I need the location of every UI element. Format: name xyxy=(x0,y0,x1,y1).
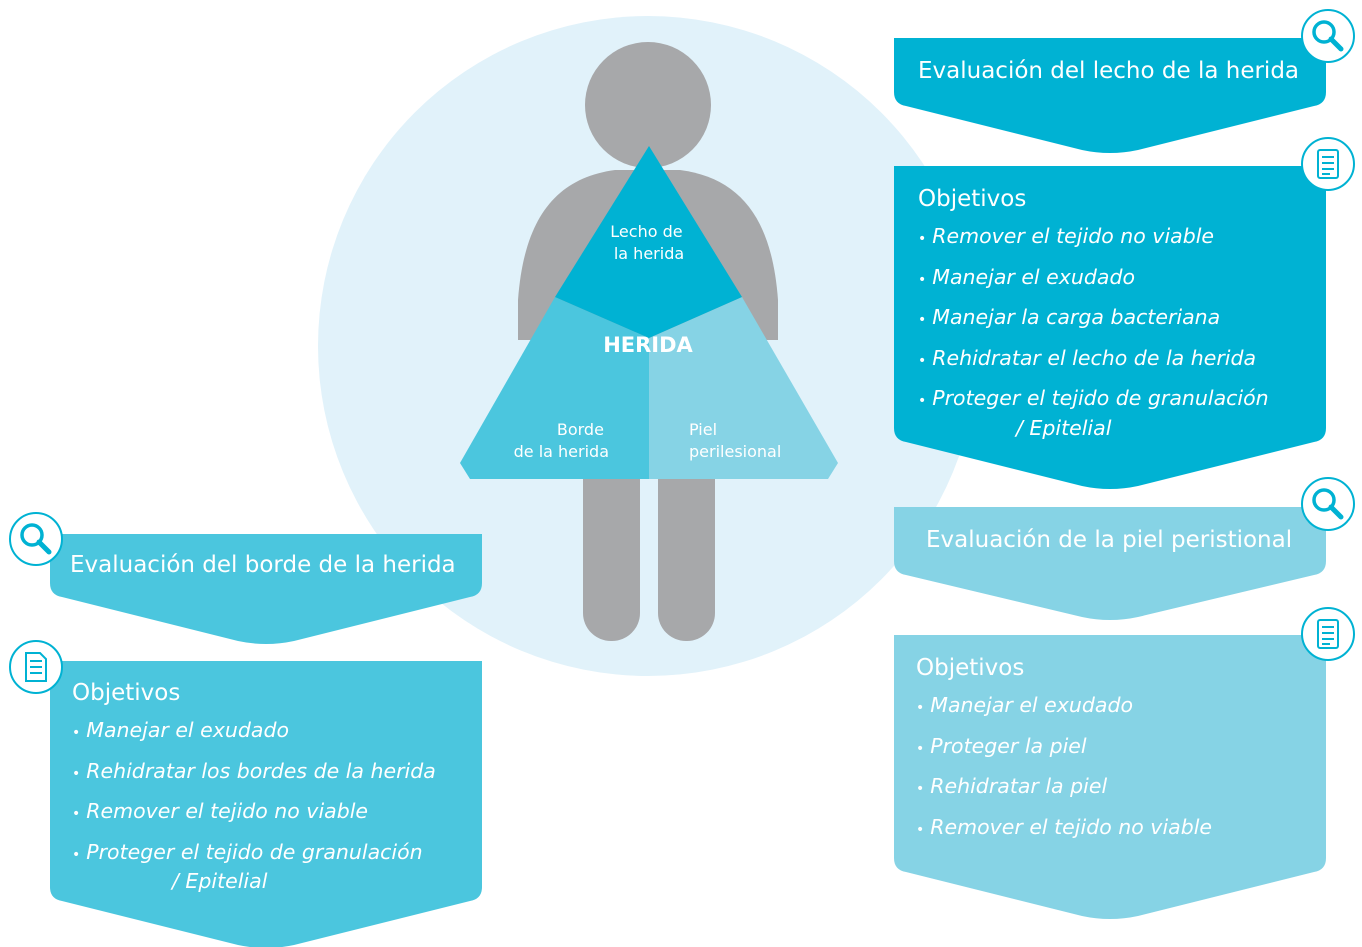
wound-bed-magnifier-icon xyxy=(1301,9,1355,63)
wound-triangle xyxy=(460,146,838,479)
list-item: •Proteger el tejido de granulación / Epi… xyxy=(72,834,436,895)
wound-edge-title-banner xyxy=(50,534,482,644)
periwound-objectives-heading: Objetivos xyxy=(916,655,1025,681)
periwound-magnifier-icon xyxy=(1301,477,1355,531)
wound-bed-section-label: Lecho de la herida xyxy=(610,222,687,263)
wound-bed-objectives-panel xyxy=(894,166,1326,489)
list-item: •Remover el tejido no viable xyxy=(72,799,369,823)
list-item: •Rehidratar la piel xyxy=(916,774,1108,798)
periwound-objectives-panel xyxy=(894,635,1326,919)
list-item: •Manejar la carga bacteriana xyxy=(918,305,1221,329)
wound-edge-objectives-panel xyxy=(50,661,482,947)
list-item: •Rehidratar los bordes de la herida xyxy=(72,758,436,783)
triangle-wound-edge-section xyxy=(460,297,649,479)
periwound-objectives-list: •Manejar el exudado •Proteger la piel •R… xyxy=(916,687,1212,849)
wound-bed-objectives: Objetivos •Remover el tejido no viable •… xyxy=(918,186,1269,441)
periwound-title-banner xyxy=(894,507,1326,620)
periwound-checklist-icon xyxy=(1301,607,1355,661)
list-item: •Remover el tejido no viable xyxy=(916,814,1213,839)
list-item-continuation: / Epitelial xyxy=(1016,415,1112,440)
wound-bed-objectives-heading: Objetivos xyxy=(918,186,1027,212)
list-item: •Manejar el exudado xyxy=(916,693,1134,717)
list-item-continuation: / Epitelial xyxy=(172,869,268,893)
triangle-wound-bed-section xyxy=(555,146,742,338)
wound-edge-objectives-list: •Manejar el exudado •Rehidratar los bord… xyxy=(72,712,436,894)
wound-edge-title: Evaluación del borde de la herida xyxy=(70,552,456,578)
wound-bed-title-banner xyxy=(894,38,1326,153)
wound-bed-objectives-list: •Remover el tejido no viable •Manejar el… xyxy=(918,218,1269,441)
list-item: •Rehidratar el lecho de la herida xyxy=(918,345,1257,370)
wound-bed-checklist-icon xyxy=(1301,137,1355,191)
wound-edge-magnifier-icon xyxy=(9,512,63,566)
wound-edge-objectives: Objetivos •Manejar el exudado •Rehidrata… xyxy=(72,680,436,894)
list-item: •Manejar el exudado xyxy=(918,264,1136,289)
wound-center-label: HERIDA xyxy=(603,333,693,357)
wound-edge-objectives-heading: Objetivos xyxy=(72,680,181,706)
list-item: •Manejar el exudado xyxy=(72,718,290,742)
figure-head xyxy=(585,42,711,168)
wound-edge-document-icon xyxy=(9,640,63,694)
periwound-section-label: Piel perilesional xyxy=(689,420,781,461)
wound-bed-title: Evaluación del lecho de la herida xyxy=(918,58,1300,84)
list-item: •Proteger el tejido de granulación / Epi… xyxy=(918,386,1269,440)
list-item: •Proteger la piel xyxy=(916,733,1087,758)
periwound-title: Evaluación de la piel peristional xyxy=(926,527,1293,553)
list-item: •Remover el tejido no viable xyxy=(918,224,1215,248)
periwound-objectives: Objetivos •Manejar el exudado •Proteger … xyxy=(916,655,1212,849)
triangle-periwound-section xyxy=(649,297,838,479)
wound-edge-section-label: Borde de la herida xyxy=(514,420,609,461)
